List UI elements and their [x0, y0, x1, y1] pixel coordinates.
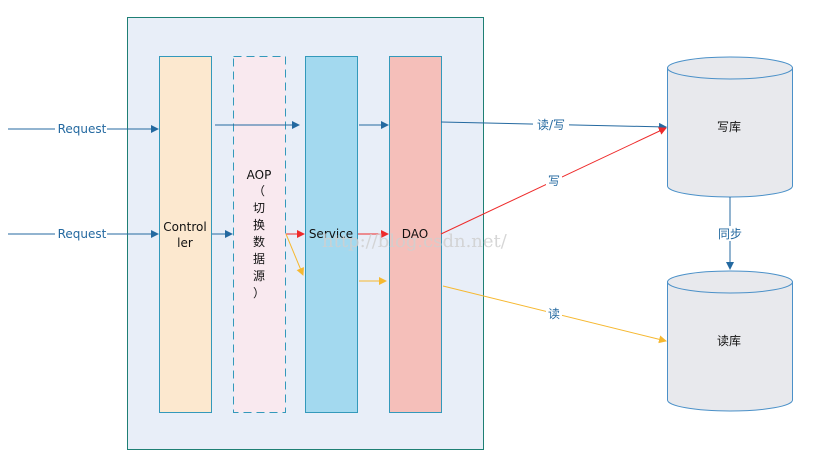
dao-box	[389, 56, 442, 413]
request-label-1: Request	[58, 122, 107, 136]
aop-box	[233, 56, 286, 413]
svg-text:据: 据	[253, 252, 265, 266]
svg-text:数: 数	[253, 234, 265, 249]
write-db-cylinder	[667, 56, 793, 198]
svg-text:）: ）	[253, 286, 265, 300]
read-db-label: 读库	[717, 333, 741, 348]
aop-label: AOP （ 切 换 数 据 源 ）	[247, 168, 272, 300]
svg-text:（: （	[253, 184, 265, 198]
edge-label-read-write: 读/写	[537, 118, 565, 132]
edge-label-sync: 同步	[718, 227, 742, 241]
svg-text:切: 切	[253, 201, 265, 215]
service-box	[305, 56, 358, 413]
watermark: http://blog.csdn.net/	[322, 231, 508, 252]
read-db-cylinder	[667, 270, 793, 412]
svg-text:换: 换	[253, 218, 265, 232]
request-label-2: Request	[58, 227, 107, 241]
dao-label: DAO	[402, 227, 428, 241]
edge-label-read: 读	[548, 307, 560, 321]
edge-label-write: 写	[548, 174, 560, 188]
controller-label-line2: ler	[177, 236, 193, 250]
controller-box	[159, 56, 212, 413]
write-db-label: 写库	[717, 119, 741, 134]
service-label: Service	[309, 227, 353, 241]
svg-text:AOP: AOP	[247, 168, 272, 182]
svg-text:源: 源	[253, 269, 265, 283]
aop-to-service-read-arrow	[285, 233, 305, 276]
controller-label-line1: Control	[163, 220, 206, 234]
